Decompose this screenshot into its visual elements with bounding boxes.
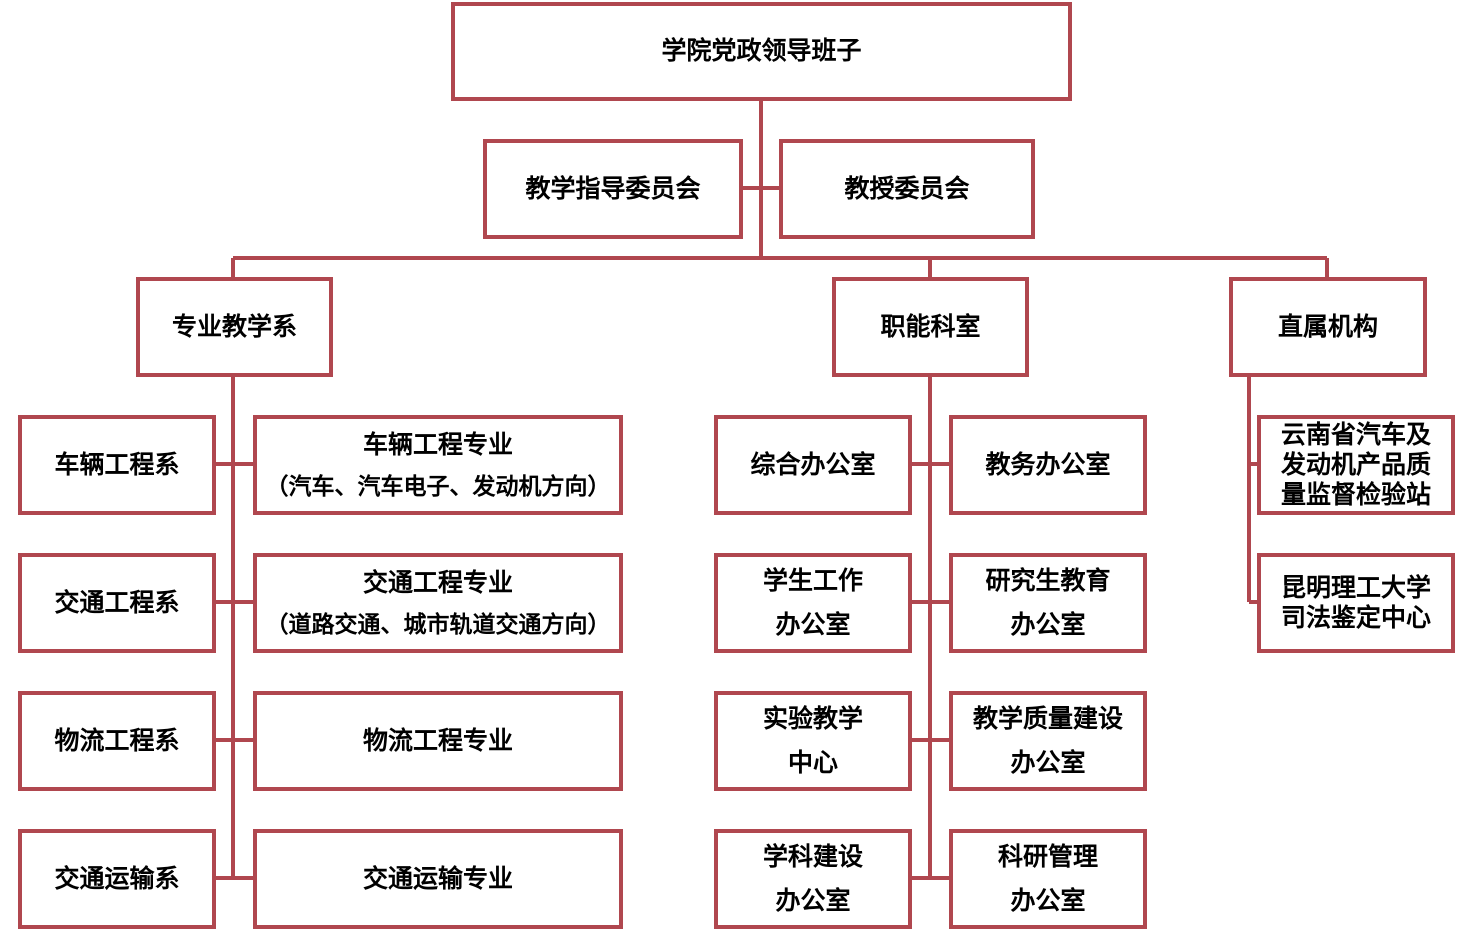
office-label: 科研管理: [997, 842, 1098, 872]
office-label: 实验教学: [762, 704, 863, 734]
office-box: 教务办公室: [949, 415, 1147, 515]
office-label-line2: 办公室: [1010, 610, 1086, 639]
major-box: 交通工程专业 （道路交通、城市轨道交通方向）: [253, 553, 623, 653]
institution-label: 司法鉴定中心: [1280, 603, 1431, 632]
office-label: 教学质量建设: [972, 704, 1123, 734]
office-label: 综合办公室: [750, 449, 876, 479]
institution-box: 云南省汽车及 发动机产品质 量监督检验站: [1257, 415, 1455, 515]
office-label: 教务办公室: [985, 449, 1111, 479]
office-label: 学生工作: [762, 566, 863, 596]
office-box: 学生工作 办公室: [714, 553, 912, 653]
major-label: 交通运输专业: [362, 863, 513, 893]
departments-header-box: 专业教学系: [136, 277, 333, 377]
institution-label: 云南省汽车及: [1280, 420, 1431, 449]
office-label-line2: 中心: [787, 748, 838, 777]
office-label-line2: 办公室: [775, 610, 851, 639]
dept-label: 物流工程系: [54, 725, 180, 755]
office-box: 综合办公室: [714, 415, 912, 515]
major-box: 车辆工程专业 （汽车、汽车电子、发动机方向）: [253, 415, 623, 515]
office-label-line2: 办公室: [775, 886, 851, 915]
dept-box: 物流工程系: [18, 691, 216, 791]
dept-label: 交通运输系: [54, 863, 180, 893]
office-box: 学科建设 办公室: [714, 829, 912, 929]
office-box: 教学质量建设 办公室: [949, 691, 1147, 791]
professors-committee-box: 教授委员会: [779, 139, 1035, 239]
professors-committee-label: 教授委员会: [844, 173, 970, 203]
institution-box: 昆明理工大学 司法鉴定中心: [1257, 553, 1455, 653]
major-box: 交通运输专业: [253, 829, 623, 929]
departments-header-label: 专业教学系: [171, 311, 297, 341]
leadership-label: 学院党政领导班子: [661, 36, 862, 66]
office-box: 研究生教育 办公室: [949, 553, 1147, 653]
major-label: 物流工程专业: [362, 725, 513, 755]
dept-label: 交通工程系: [54, 587, 180, 617]
offices-header-box: 职能科室: [832, 277, 1029, 377]
institution-label: 昆明理工大学: [1280, 573, 1431, 602]
dept-box: 交通工程系: [18, 553, 216, 653]
institutions-header-label: 直属机构: [1277, 311, 1378, 341]
major-label: 车辆工程专业: [362, 430, 513, 459]
office-label: 研究生教育: [985, 566, 1111, 596]
dept-box: 车辆工程系: [18, 415, 216, 515]
teaching-committee-box: 教学指导委员会: [483, 139, 743, 239]
office-label-line2: 办公室: [1010, 748, 1086, 777]
leadership-box: 学院党政领导班子: [451, 2, 1072, 101]
institution-label: 量监督检验站: [1280, 480, 1431, 509]
major-box: 物流工程专业: [253, 691, 623, 791]
office-label-line2: 办公室: [1010, 886, 1086, 915]
office-box: 科研管理 办公室: [949, 829, 1147, 929]
institution-label: 发动机产品质: [1280, 450, 1431, 479]
teaching-committee-label: 教学指导委员会: [525, 173, 701, 203]
office-label: 学科建设: [762, 842, 863, 872]
offices-header-label: 职能科室: [880, 311, 981, 341]
dept-box: 交通运输系: [18, 829, 216, 929]
major-label: 交通工程专业: [362, 568, 513, 597]
major-direction: （道路交通、城市轨道交通方向）: [265, 611, 611, 638]
office-box: 实验教学 中心: [714, 691, 912, 791]
dept-label: 车辆工程系: [54, 449, 180, 479]
institutions-header-box: 直属机构: [1229, 277, 1427, 377]
major-direction: （汽车、汽车电子、发动机方向）: [265, 473, 611, 500]
